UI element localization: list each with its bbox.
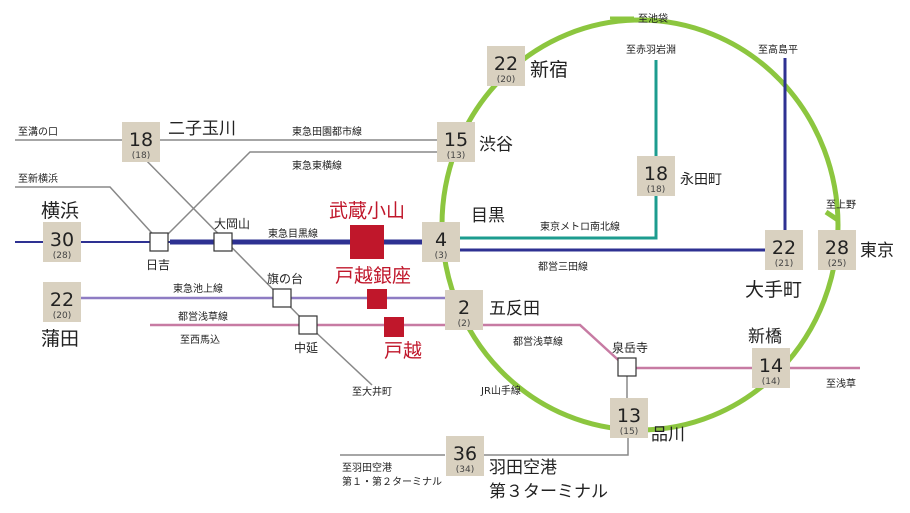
dir-shinyokohama: 至新横浜 (18, 172, 58, 185)
toyoko-line-2 (159, 151, 455, 243)
dir-akabane: 至赤羽岩淵 (626, 43, 676, 56)
haneda-sub: (34) (456, 465, 474, 475)
shimbashi-min: 14 (759, 355, 783, 377)
gotanda-min: 2 (458, 297, 470, 319)
ikegami-label: 東急池上線 (173, 282, 223, 295)
musashi-koyama-marker (350, 225, 384, 259)
shimbashi-sub: (14) (762, 377, 780, 387)
nakanobu-name: 中延 (294, 340, 318, 355)
shibuya-min: 15 (444, 129, 468, 151)
shinjuku-sub: (20) (497, 75, 515, 85)
shinjuku-min: 22 (494, 53, 518, 75)
nagatacho-sub: (18) (647, 185, 665, 195)
hatanodai-name: 旗の台 (267, 271, 303, 286)
haneda-name-1: 羽田空港 (489, 458, 557, 478)
futako-sub: (18) (132, 151, 150, 161)
togoshi-ginza-marker (367, 289, 387, 309)
nagatacho-min: 18 (644, 163, 668, 185)
shimbashi-name: 新橋 (748, 327, 782, 347)
shibuya-box (437, 122, 475, 162)
kamata-sub: (20) (53, 311, 71, 321)
gotanda-name: 五反田 (489, 299, 540, 319)
togoshi-ginza-name: 戸越銀座 (335, 265, 411, 287)
shinagawa-box (610, 398, 648, 438)
haneda-min: 36 (453, 443, 477, 465)
shinagawa-sub: (15) (620, 427, 638, 437)
sengakuji-marker (617, 357, 637, 377)
gotanda-box (445, 290, 483, 330)
asakusa-line-west (150, 323, 628, 369)
otemachi-box (765, 230, 803, 270)
nakanobu-oimachi-line (307, 324, 373, 386)
tokyo-min: 28 (825, 237, 849, 259)
dir-haneda-2: 第１・第２ターミナル (342, 475, 442, 488)
otemachi-name: 大手町 (745, 279, 802, 301)
meguro-line-label: 東急目黒線 (268, 227, 318, 240)
musashi-koyama-name: 武蔵小山 (329, 200, 405, 222)
ookayama-marker (213, 232, 233, 252)
yokohama-sub: (28) (53, 251, 71, 261)
denentoshi-label: 東急田園都市線 (292, 125, 362, 138)
ueno-branch-line (824, 209, 840, 223)
dir-haneda-1: 至羽田空港 (342, 461, 392, 474)
tokyo-sub: (25) (828, 259, 846, 269)
futako-name: 二子玉川 (168, 119, 236, 139)
haneda-name-2: 第３ターミナル (489, 482, 608, 502)
dir-takashimadaira: 至高島平 (758, 43, 798, 56)
hiyoshi-marker (149, 232, 169, 252)
shinagawa-min: 13 (617, 405, 641, 427)
asakusa-w-label: 都営浅草線 (178, 310, 228, 323)
nagatacho-box (637, 156, 675, 196)
dir-ueno: 至上野 (826, 199, 856, 211)
namboku-line (460, 60, 658, 240)
meguro-sub: (3) (435, 251, 448, 261)
haneda-line (480, 430, 629, 456)
nakanobu-marker (298, 315, 318, 335)
shinjuku-name: 新宿 (530, 59, 568, 81)
futako-box (122, 122, 160, 162)
meguro-name: 目黒 (471, 206, 505, 226)
dir-oimachi: 至大井町 (352, 385, 392, 398)
hatanodai-marker (272, 288, 292, 308)
togoshi-name: 戸越 (384, 340, 422, 362)
dir-nishimagome: 至西馬込 (180, 334, 220, 346)
ookayama-name: 大岡山 (214, 217, 250, 231)
futako-min: 18 (129, 129, 153, 151)
shibuya-sub: (13) (447, 151, 465, 161)
sengakuji-name: 泉岳寺 (612, 341, 648, 355)
nagatacho-name: 永田町 (680, 172, 722, 188)
tokyo-name: 東京 (860, 241, 894, 261)
yokohama-name: 横浜 (41, 200, 79, 222)
dir-ikebukuro: 至池袋 (638, 12, 668, 25)
kamata-min: 22 (50, 289, 74, 311)
shinjuku-box (487, 46, 525, 86)
otemachi-min: 22 (772, 237, 796, 259)
shimbashi-box (752, 348, 790, 388)
gotanda-sub: (2) (458, 319, 471, 329)
mita-label: 都営三田線 (538, 260, 588, 273)
yokohama-min: 30 (50, 229, 74, 251)
shibuya-name: 渋谷 (479, 135, 513, 155)
asakusa-e-label: 都営浅草線 (513, 335, 563, 348)
shinagawa-name: 品川 (651, 425, 685, 445)
yamanote-label: JR山手線 (480, 384, 521, 397)
dir-mizonokuchi: 至溝の口 (18, 125, 58, 138)
toyoko-line (15, 186, 161, 243)
yokohama-box (43, 222, 81, 262)
namboku-label: 東京メトロ南北線 (540, 220, 620, 233)
togoshi-marker (384, 317, 404, 337)
kamata-box (43, 282, 81, 322)
dir-asakusa: 至浅草 (826, 377, 856, 390)
meguro-box (422, 222, 460, 262)
meguro-min: 4 (435, 229, 447, 251)
tokyo-box (818, 230, 856, 270)
otemachi-sub: (21) (775, 259, 793, 269)
haneda-box (446, 436, 484, 476)
toyoko-label: 東急東横線 (292, 159, 342, 172)
kamata-name: 蒲田 (41, 328, 79, 350)
hiyoshi-name: 日吉 (146, 258, 170, 272)
